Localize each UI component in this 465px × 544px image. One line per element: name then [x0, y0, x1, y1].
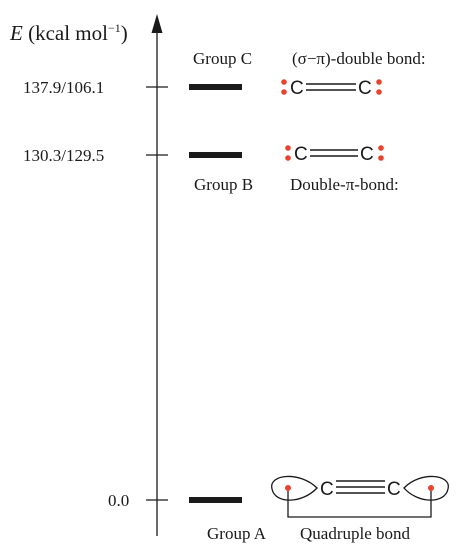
carbon-atom-left: C	[290, 78, 304, 99]
level-group-a: 0.0 Group A Quadruple bond C C	[108, 475, 449, 543]
group-label: Group B	[194, 175, 253, 194]
carbon-atom-right: C	[358, 78, 372, 99]
level-group-b: 130.3/129.5 Group B Double-π-bond: C C	[23, 144, 399, 194]
level-group-c: 137.9/106.1 Group C (σ−π)-double bond: C…	[23, 49, 426, 99]
energy-level-bar	[189, 497, 242, 503]
carbon-atom-right: C	[360, 144, 374, 165]
molecule-cc-quadruple-bond: C C	[271, 475, 449, 518]
group-label: Group C	[193, 49, 252, 68]
lone-pair-dot	[281, 79, 287, 85]
lone-pair-dot	[378, 145, 384, 151]
group-label: Group A	[207, 524, 267, 543]
lone-pair-dot	[285, 155, 291, 161]
carbon-atom-right: C	[387, 479, 401, 500]
orbital-lobe-right	[403, 475, 449, 501]
bond-type-label: Quadruple bond	[300, 524, 411, 543]
bond-bracket	[287, 491, 432, 518]
carbon-atom-left: C	[294, 144, 308, 165]
energy-value-label: 0.0	[108, 491, 129, 510]
electron-dot	[285, 485, 291, 491]
bond-type-label: (σ−π)-double bond:	[292, 49, 426, 68]
orbital-lobe-left	[271, 475, 318, 501]
bond-type-label: Double-π-bond:	[290, 175, 399, 194]
lone-pair-dot	[376, 79, 382, 85]
axis-label: E (kcal mol−1)	[9, 21, 128, 45]
molecule-cc-double-bond: C C	[285, 144, 384, 165]
molecule-cc-double-bond: C C	[281, 78, 382, 99]
electron-dot	[428, 485, 434, 491]
energy-value-label: 137.9/106.1	[23, 78, 104, 97]
axis-arrowhead	[151, 14, 163, 33]
energy-level-bar	[189, 84, 242, 90]
energy-value-label: 130.3/129.5	[23, 146, 104, 165]
energy-level-bar	[189, 152, 242, 158]
lone-pair-dot	[285, 145, 291, 151]
lone-pair-dot	[281, 89, 287, 95]
lone-pair-dot	[378, 155, 384, 161]
carbon-atom-left: C	[320, 479, 334, 500]
lone-pair-dot	[376, 89, 382, 95]
